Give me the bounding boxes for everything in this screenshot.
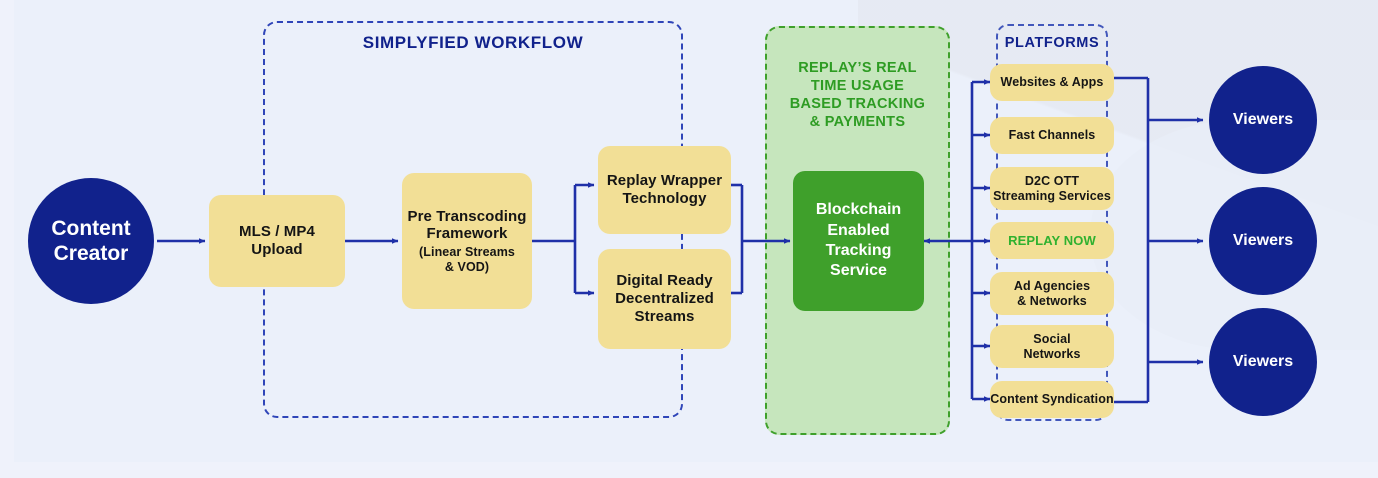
blockchain-tracking-service-box[interactable]: Blockchain Enabled Tracking Service xyxy=(793,171,924,311)
platform-label: Websites & Apps xyxy=(1000,75,1104,90)
viewers-label: Viewers xyxy=(1232,353,1294,370)
content-creator-node[interactable]: Content Creator xyxy=(28,178,154,304)
platform-label-line1: Social xyxy=(1033,331,1071,346)
platform-label: REPLAY NOW xyxy=(1008,232,1096,248)
mls-mp4-upload-box[interactable]: MLS / MP4 Upload xyxy=(209,195,345,287)
decentralized-line1: Digital Ready xyxy=(616,272,713,290)
platform-label-line2: Streaming Services xyxy=(993,188,1111,203)
replay-zone-title-line3: BASED TRACKING xyxy=(789,95,926,112)
transcoding-line1: Pre Transcoding xyxy=(407,207,527,225)
transcoding-sub2: & VOD) xyxy=(444,259,490,274)
simplified-workflow-title: SIMPLYFIED WORKFLOW xyxy=(362,33,584,52)
platform-item-d2c-ott[interactable]: D2C OTT Streaming Services xyxy=(990,167,1114,210)
content-creator-line2: Creator xyxy=(53,242,129,265)
service-line3: Tracking xyxy=(825,242,892,259)
transcoding-line2: Framework xyxy=(426,225,508,243)
transcoding-sub1: (Linear Streams xyxy=(419,244,515,259)
viewers-node-3[interactable]: Viewers xyxy=(1209,308,1317,416)
viewers-node-1[interactable]: Viewers xyxy=(1209,66,1317,174)
platform-label-line2: Networks xyxy=(1023,346,1081,361)
replay-zone-title-line1: REPLAY’S REAL xyxy=(798,60,917,76)
platform-label: Fast Channels xyxy=(1008,128,1096,143)
service-line4: Service xyxy=(830,262,887,280)
platform-item-ad-agencies[interactable]: Ad Agencies & Networks xyxy=(990,272,1114,315)
platform-item-social-networks[interactable]: Social Networks xyxy=(990,325,1114,368)
replay-zone-title-line4: & PAYMENTS xyxy=(809,113,906,130)
platform-label-line1: D2C OTT xyxy=(1024,173,1080,188)
pre-transcoding-framework-box[interactable]: Pre Transcoding Framework (Linear Stream… xyxy=(402,173,532,309)
viewers-node-2[interactable]: Viewers xyxy=(1209,187,1317,295)
digital-ready-decentralized-streams-box[interactable]: Digital Ready Decentralized Streams xyxy=(598,249,731,349)
viewers-label: Viewers xyxy=(1232,111,1294,128)
service-line1: Blockchain xyxy=(815,201,902,219)
platform-item-content-syndication[interactable]: Content Syndication xyxy=(990,381,1114,418)
platform-label: Content Syndication xyxy=(990,392,1114,407)
platform-label-line1: Ad Agencies xyxy=(1013,278,1091,293)
platforms-title: PLATFORMS xyxy=(1004,35,1100,51)
content-creator-line1: Content xyxy=(51,216,131,240)
platform-label-line2: & Networks xyxy=(1017,293,1087,308)
replay-zone-title-line2: TIME USAGE xyxy=(810,77,905,94)
upload-line2: Upload xyxy=(251,241,303,258)
platform-item-websites-apps[interactable]: Websites & Apps xyxy=(990,64,1114,101)
decentralized-line3: Streams xyxy=(634,307,695,325)
replay-zone-title: REPLAY’S REAL TIME USAGE BASED TRACKING … xyxy=(768,60,947,132)
replay-wrapper-technology-box[interactable]: Replay Wrapper Technology xyxy=(598,146,731,234)
viewers-label: Viewers xyxy=(1232,232,1294,249)
platform-item-fast-channels[interactable]: Fast Channels xyxy=(990,117,1114,154)
service-line2: Enabled xyxy=(827,221,890,239)
wrapper-line2: Technology xyxy=(622,190,707,207)
platform-item-replay-now[interactable]: REPLAY NOW xyxy=(990,222,1114,259)
wrapper-line1: Replay Wrapper xyxy=(606,172,723,190)
upload-line1: MLS / MP4 xyxy=(239,223,315,241)
decentralized-line2: Decentralized xyxy=(615,290,714,308)
